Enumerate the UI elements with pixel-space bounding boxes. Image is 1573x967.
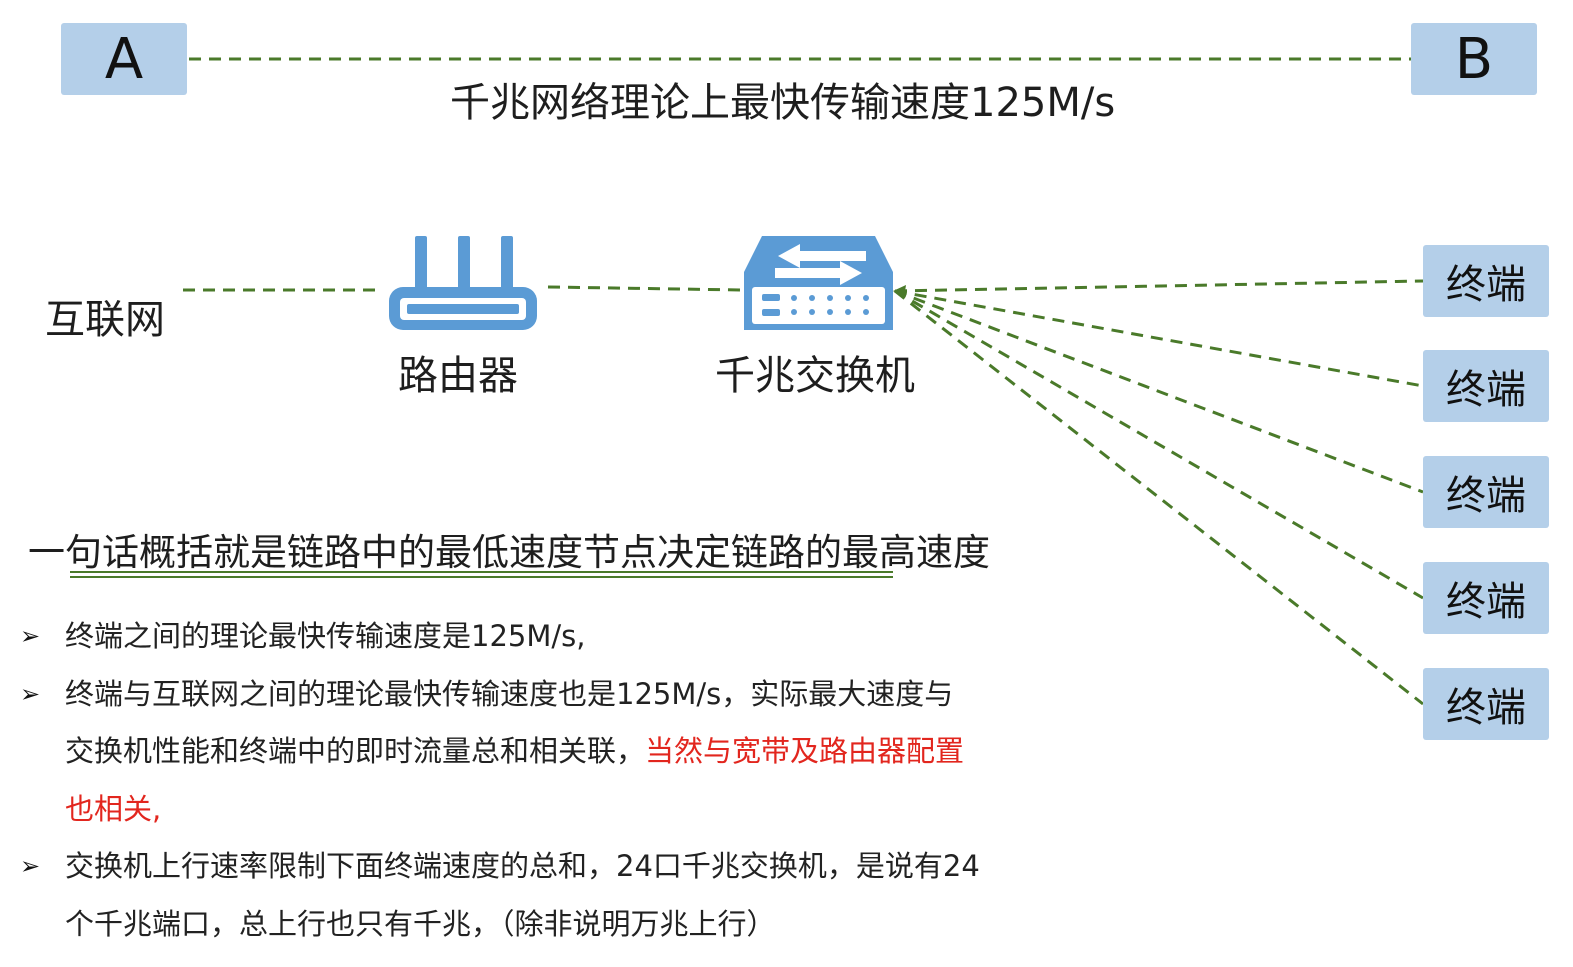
bullet-arrow-icon: ➢ [20, 622, 41, 650]
bullet-text: 交换机上行速率限制下面终端速度的总和，24口千兆交换机，是说有24个千兆端口，总… [65, 849, 980, 941]
terminal-2: 终端 [1423, 350, 1549, 422]
summary-heading: 一句话概括就是链路中的最低速度节点决定链路的最高速度 [28, 531, 990, 574]
heading-underline-top [70, 571, 893, 573]
terminal-3: 终端 [1423, 456, 1549, 528]
router-icon [389, 236, 537, 330]
switch-label: 千兆交换机 [715, 353, 915, 399]
link-switch-terminal-2 [894, 289, 1424, 388]
link-switch-terminal-5 [894, 289, 1424, 706]
internet-label: 互联网 [45, 297, 165, 343]
links-switch-terminals [894, 279, 1424, 706]
link-switch-terminal-4 [894, 289, 1424, 600]
node-b: B [1411, 23, 1537, 95]
bullet-highlight-text: 当然与宽带及路由器配置也相关, [65, 734, 965, 826]
bullet-list: ➢ 终端之间的理论最快传输速度是125M/s, ➢ 终端与互联网之间的理论最快传… [20, 608, 980, 953]
link-switch-terminal-1 [894, 279, 1424, 293]
link-router-switch [547, 285, 743, 292]
switch-icon [744, 236, 893, 330]
bullet-item-2: ➢ 终端与互联网之间的理论最快传输速度也是125M/s，实际最大速度与交换机性能… [20, 666, 980, 839]
bullet-item-1: ➢ 终端之间的理论最快传输速度是125M/s, [20, 608, 980, 666]
bullet-text: 终端与互联网之间的理论最快传输速度也是125M/s，实际最大速度与交换机性能和终… [65, 676, 954, 769]
bullet-arrow-icon: ➢ [20, 852, 41, 880]
node-a: A [61, 23, 187, 95]
link-junction-arrow [893, 285, 906, 298]
link-switch-terminal-3 [894, 289, 1424, 494]
heading-underline-bottom [70, 576, 893, 578]
speed-caption: 千兆网络理论上最快传输速度125M/s [450, 80, 1116, 126]
terminal-1: 终端 [1423, 245, 1549, 317]
terminal-5: 终端 [1423, 668, 1549, 740]
bullet-text: 终端之间的理论最快传输速度是125M/s, [65, 619, 586, 653]
bullet-item-3: ➢ 交换机上行速率限制下面终端速度的总和，24口千兆交换机，是说有24个千兆端口… [20, 838, 980, 953]
bullet-arrow-icon: ➢ [20, 679, 41, 708]
router-label: 路由器 [398, 353, 518, 399]
terminal-4: 终端 [1423, 562, 1549, 634]
